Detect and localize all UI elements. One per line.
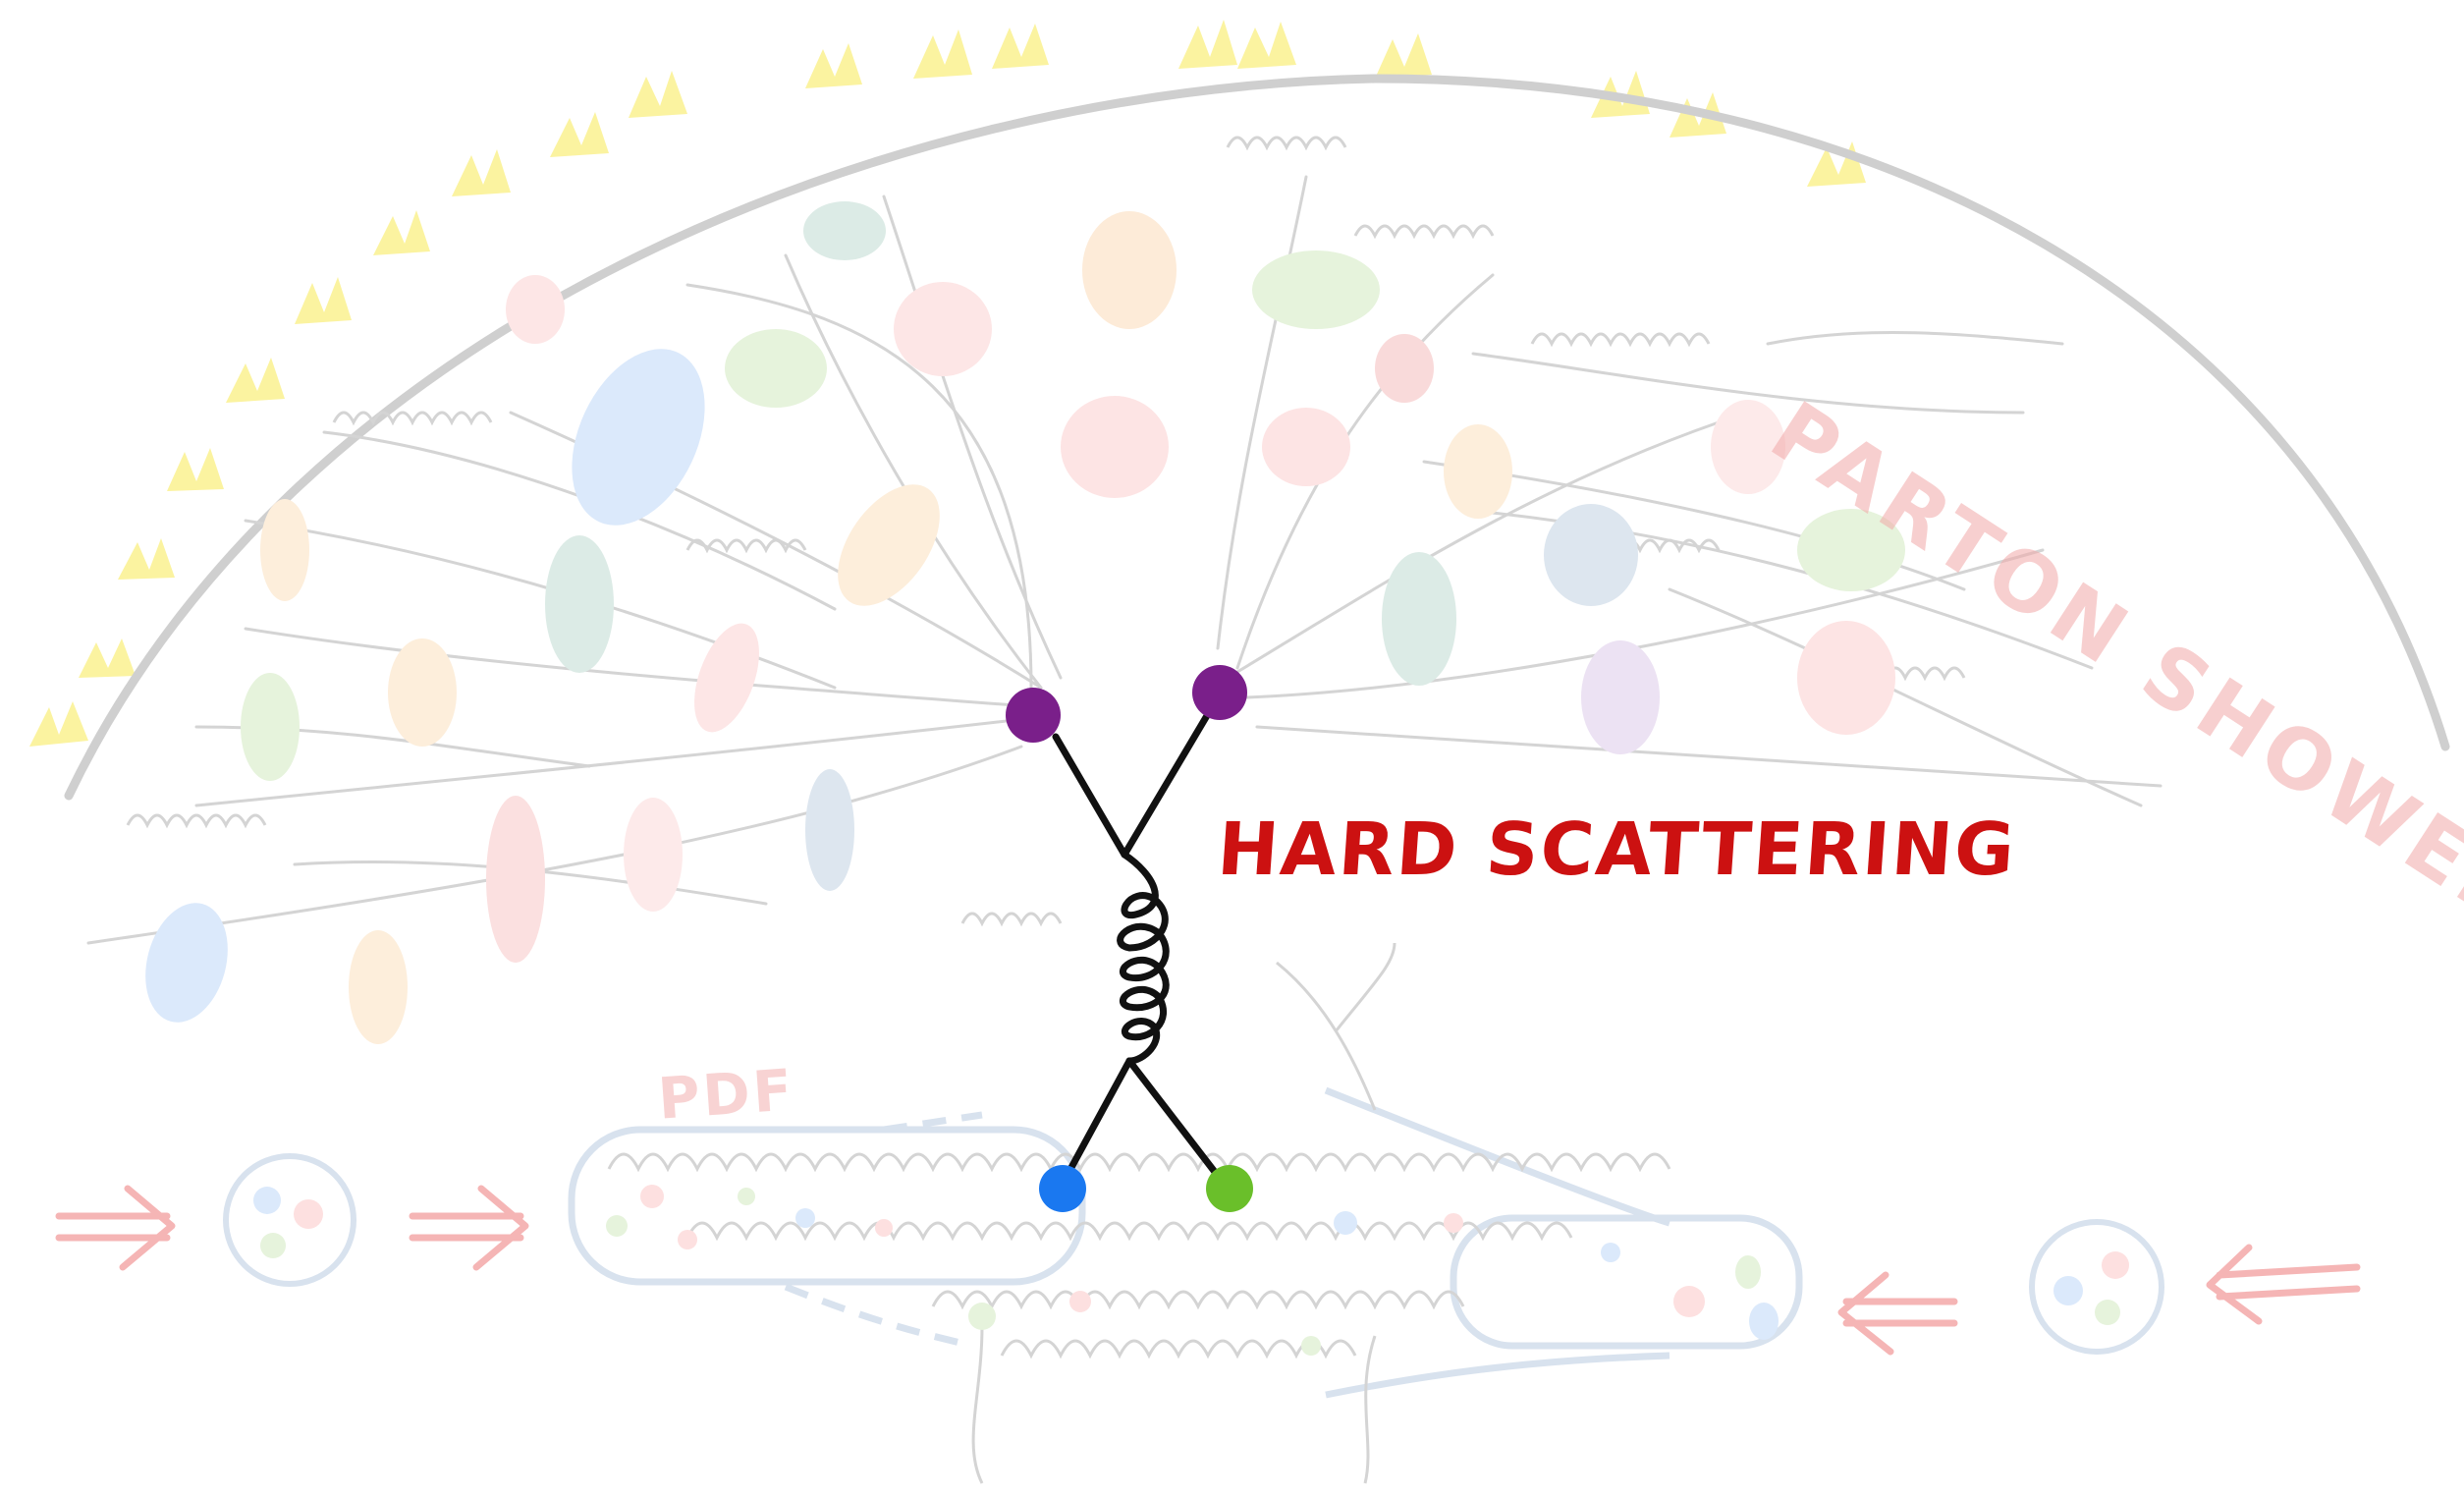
gluon-icon	[1121, 855, 1167, 1061]
outgoing-parton-dots	[1006, 665, 1247, 743]
incoming-parton-dots	[1039, 1165, 1253, 1212]
proton-left	[226, 1156, 354, 1284]
beam-arrow-icons	[59, 1189, 2357, 1352]
proton-right	[2032, 1222, 2162, 1352]
hard-scattering-label: HARD SCATTERING	[1215, 807, 2019, 892]
pdf-label: PDF	[656, 1056, 797, 1133]
pdf-partons	[606, 1185, 1779, 1356]
shower-gluons	[128, 138, 1964, 923]
